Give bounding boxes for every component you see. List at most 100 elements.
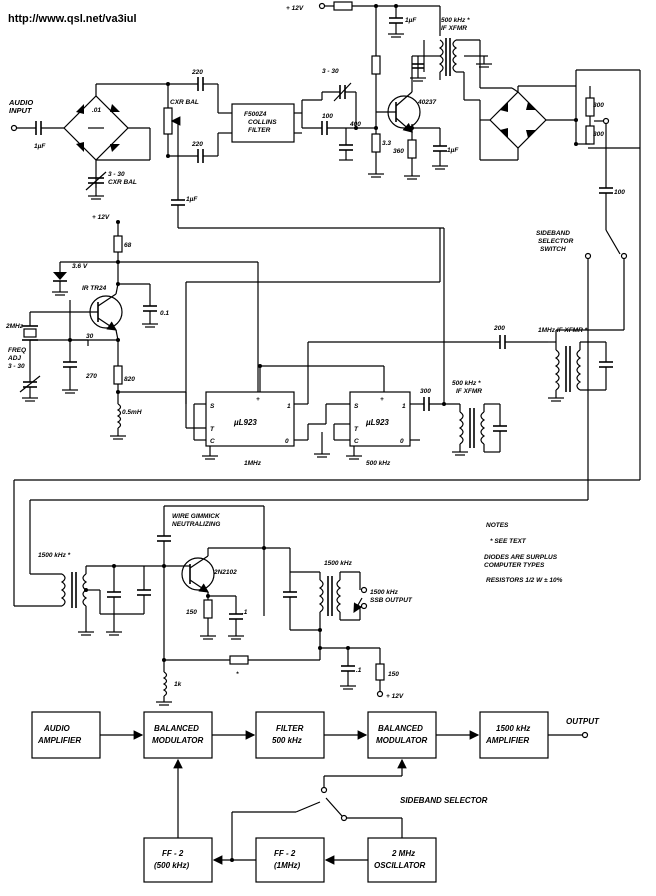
ic-a-label: µL923 <box>233 418 257 427</box>
pin-s-a: S <box>210 403 215 410</box>
ic-b-freq-label: 500 kHz <box>366 460 391 467</box>
c-100-mid-label: 100 <box>322 113 333 120</box>
block-bal-mod-2 <box>367 711 437 759</box>
block-ff-1mhz <box>255 837 325 883</box>
r-150b-label: 150 <box>388 671 399 678</box>
c-30-label: 30 <box>86 333 94 340</box>
pin-s-b: S <box>354 403 359 410</box>
xfmr-500-low <box>452 403 507 456</box>
block-osc-2mhz <box>367 837 437 883</box>
block-ff-500 <box>143 837 213 883</box>
ring-mod-2 <box>479 69 641 480</box>
collins-filter-box <box>231 103 295 143</box>
block-filter <box>255 711 325 759</box>
xfmr-500-top-label: 500 kHz *IF XFMR <box>441 17 470 32</box>
c-300-label: 300 <box>420 388 431 395</box>
block-diagram <box>31 711 589 883</box>
notes-see-text: * SEE TEXT <box>490 538 527 545</box>
pin-t-b: T <box>354 426 359 433</box>
c-270-label: 270 <box>85 373 97 380</box>
pin-1-b: 1 <box>402 403 406 410</box>
c-1uf-emit-label: 1µF <box>447 147 459 154</box>
c-01-b-label: .1 <box>356 667 362 674</box>
xfmr-1mhz-label: 1MHz IF XFMR * <box>538 327 588 334</box>
r-820-label: 820 <box>124 376 135 383</box>
c-01-label: .01 <box>92 107 101 114</box>
c-400-label: 400 <box>349 121 361 128</box>
flipflop-section <box>185 228 548 460</box>
c-1uf-in-label: 1µF <box>34 143 46 150</box>
r-300a-label: 300 <box>593 102 604 109</box>
block-bal-mod-1 <box>143 711 213 759</box>
ic-b-label: µL923 <box>365 418 389 427</box>
plus12-out-label: + 12V <box>386 693 404 700</box>
r-150a-label: 150 <box>186 609 197 616</box>
l-05mh-label: 0.5mH <box>122 409 142 416</box>
block-audio-amp <box>31 711 101 759</box>
notes-resistors: RESISTORS 1/2 W ± 10% <box>486 577 563 584</box>
pin-t-a: T <box>210 426 215 433</box>
xfmr-500-low-label: 500 kHz *IF XFMR <box>452 380 482 395</box>
xfmr-1500-in-label: 1500 kHz * <box>38 552 71 559</box>
block-sideband-selector-label: SIDEBAND SELECTOR <box>400 796 488 805</box>
r-33-label: 3.3 <box>382 140 391 147</box>
block-ff-500-label: FF - 2(500 kHz) <box>154 849 189 870</box>
pin-0-a: 0 <box>285 438 289 445</box>
c-01-out-label: .1 <box>242 609 248 616</box>
r-360-label: 360 <box>393 148 404 155</box>
plus12-osc-label: + 12V <box>92 214 110 221</box>
oscillator-section <box>19 220 259 440</box>
pin-c-b: C <box>354 438 359 445</box>
r-68-label: 68 <box>124 242 132 249</box>
c-1uf-top-label: 1µF <box>405 17 417 24</box>
pin-c-a: C <box>210 438 215 445</box>
r-1k-label: 1k <box>174 681 182 688</box>
c-1uf-bal-label: 1µF <box>186 196 198 203</box>
trans-tr24-label: IR TR24 <box>82 285 107 292</box>
c-220-top-label: 220 <box>191 69 203 76</box>
ic-ul923-b-box <box>349 391 411 447</box>
pin-0-b: 0 <box>400 438 404 445</box>
block-output-label: OUTPUT <box>566 717 600 726</box>
trans-2n2102-label: 2N2102 <box>213 569 237 576</box>
xtal-2mhz-label: 2MHz <box>5 323 24 330</box>
c-100-sel-label: 100 <box>614 189 625 196</box>
star-label: * <box>236 671 239 678</box>
block-amp-1500 <box>479 711 549 759</box>
c-200-label: 200 <box>493 325 505 332</box>
plus12-top-label: + 12V <box>286 5 304 12</box>
r-300b-label: 300 <box>593 131 604 138</box>
ic-ul923-a-box <box>205 391 295 447</box>
pin-plus-b: + <box>380 396 384 403</box>
block-ff-1mhz-label: FF - 2(1MHz) <box>274 849 301 870</box>
pin-1-a: 1 <box>287 403 291 410</box>
cxr-bal-label: CXR BAL <box>170 99 199 106</box>
c-01-osc-label: 0.1 <box>160 310 169 317</box>
header-url: http://www.qsl.net/va3iul <box>8 13 137 25</box>
trim-3-30-label: 3 - 30 <box>322 68 339 75</box>
c-220-bot-label: 220 <box>191 141 203 148</box>
ic-a-freq-label: 1MHz <box>244 460 262 467</box>
output-stage <box>13 390 640 706</box>
pin-plus-a: + <box>256 396 260 403</box>
if-stage-40237 <box>294 1 512 180</box>
xfmr-1500-out-label: 1500 kHz <box>324 560 353 567</box>
notes-title: NOTES <box>486 522 509 529</box>
xfmr-1mhz <box>548 330 613 402</box>
audio-input-section <box>10 77 445 404</box>
